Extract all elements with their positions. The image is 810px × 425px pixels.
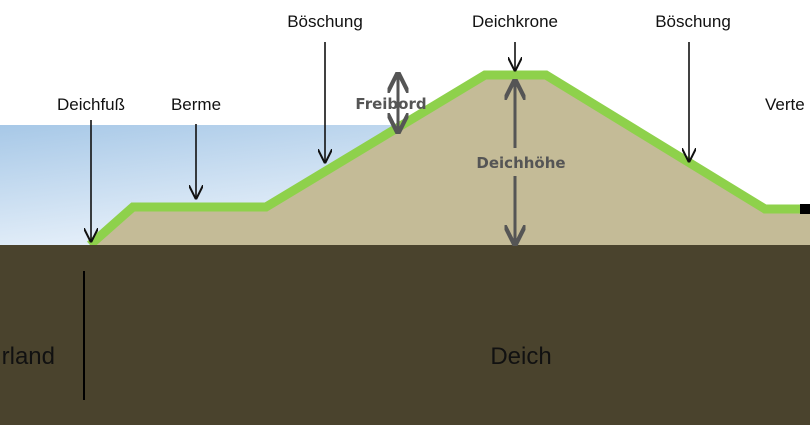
label-deichhoehe: Deichhöhe	[476, 154, 565, 172]
label-verte: Verte	[765, 95, 805, 114]
dike-body	[90, 75, 810, 245]
label-region-center: Deich	[490, 343, 551, 370]
edge-marker	[800, 204, 810, 214]
label-region-left: rland	[2, 343, 55, 370]
ground-layer	[0, 245, 810, 425]
label-deichfuss: Deichfuß	[57, 95, 125, 114]
label-deichkrone: Deichkrone	[472, 12, 558, 31]
label-freibord: Freibord	[355, 95, 426, 113]
grass-surface	[87, 70, 810, 249]
label-boeschung-right: Böschung	[655, 12, 731, 31]
label-berme: Berme	[171, 95, 221, 114]
label-boeschung-left: Böschung	[287, 12, 363, 31]
